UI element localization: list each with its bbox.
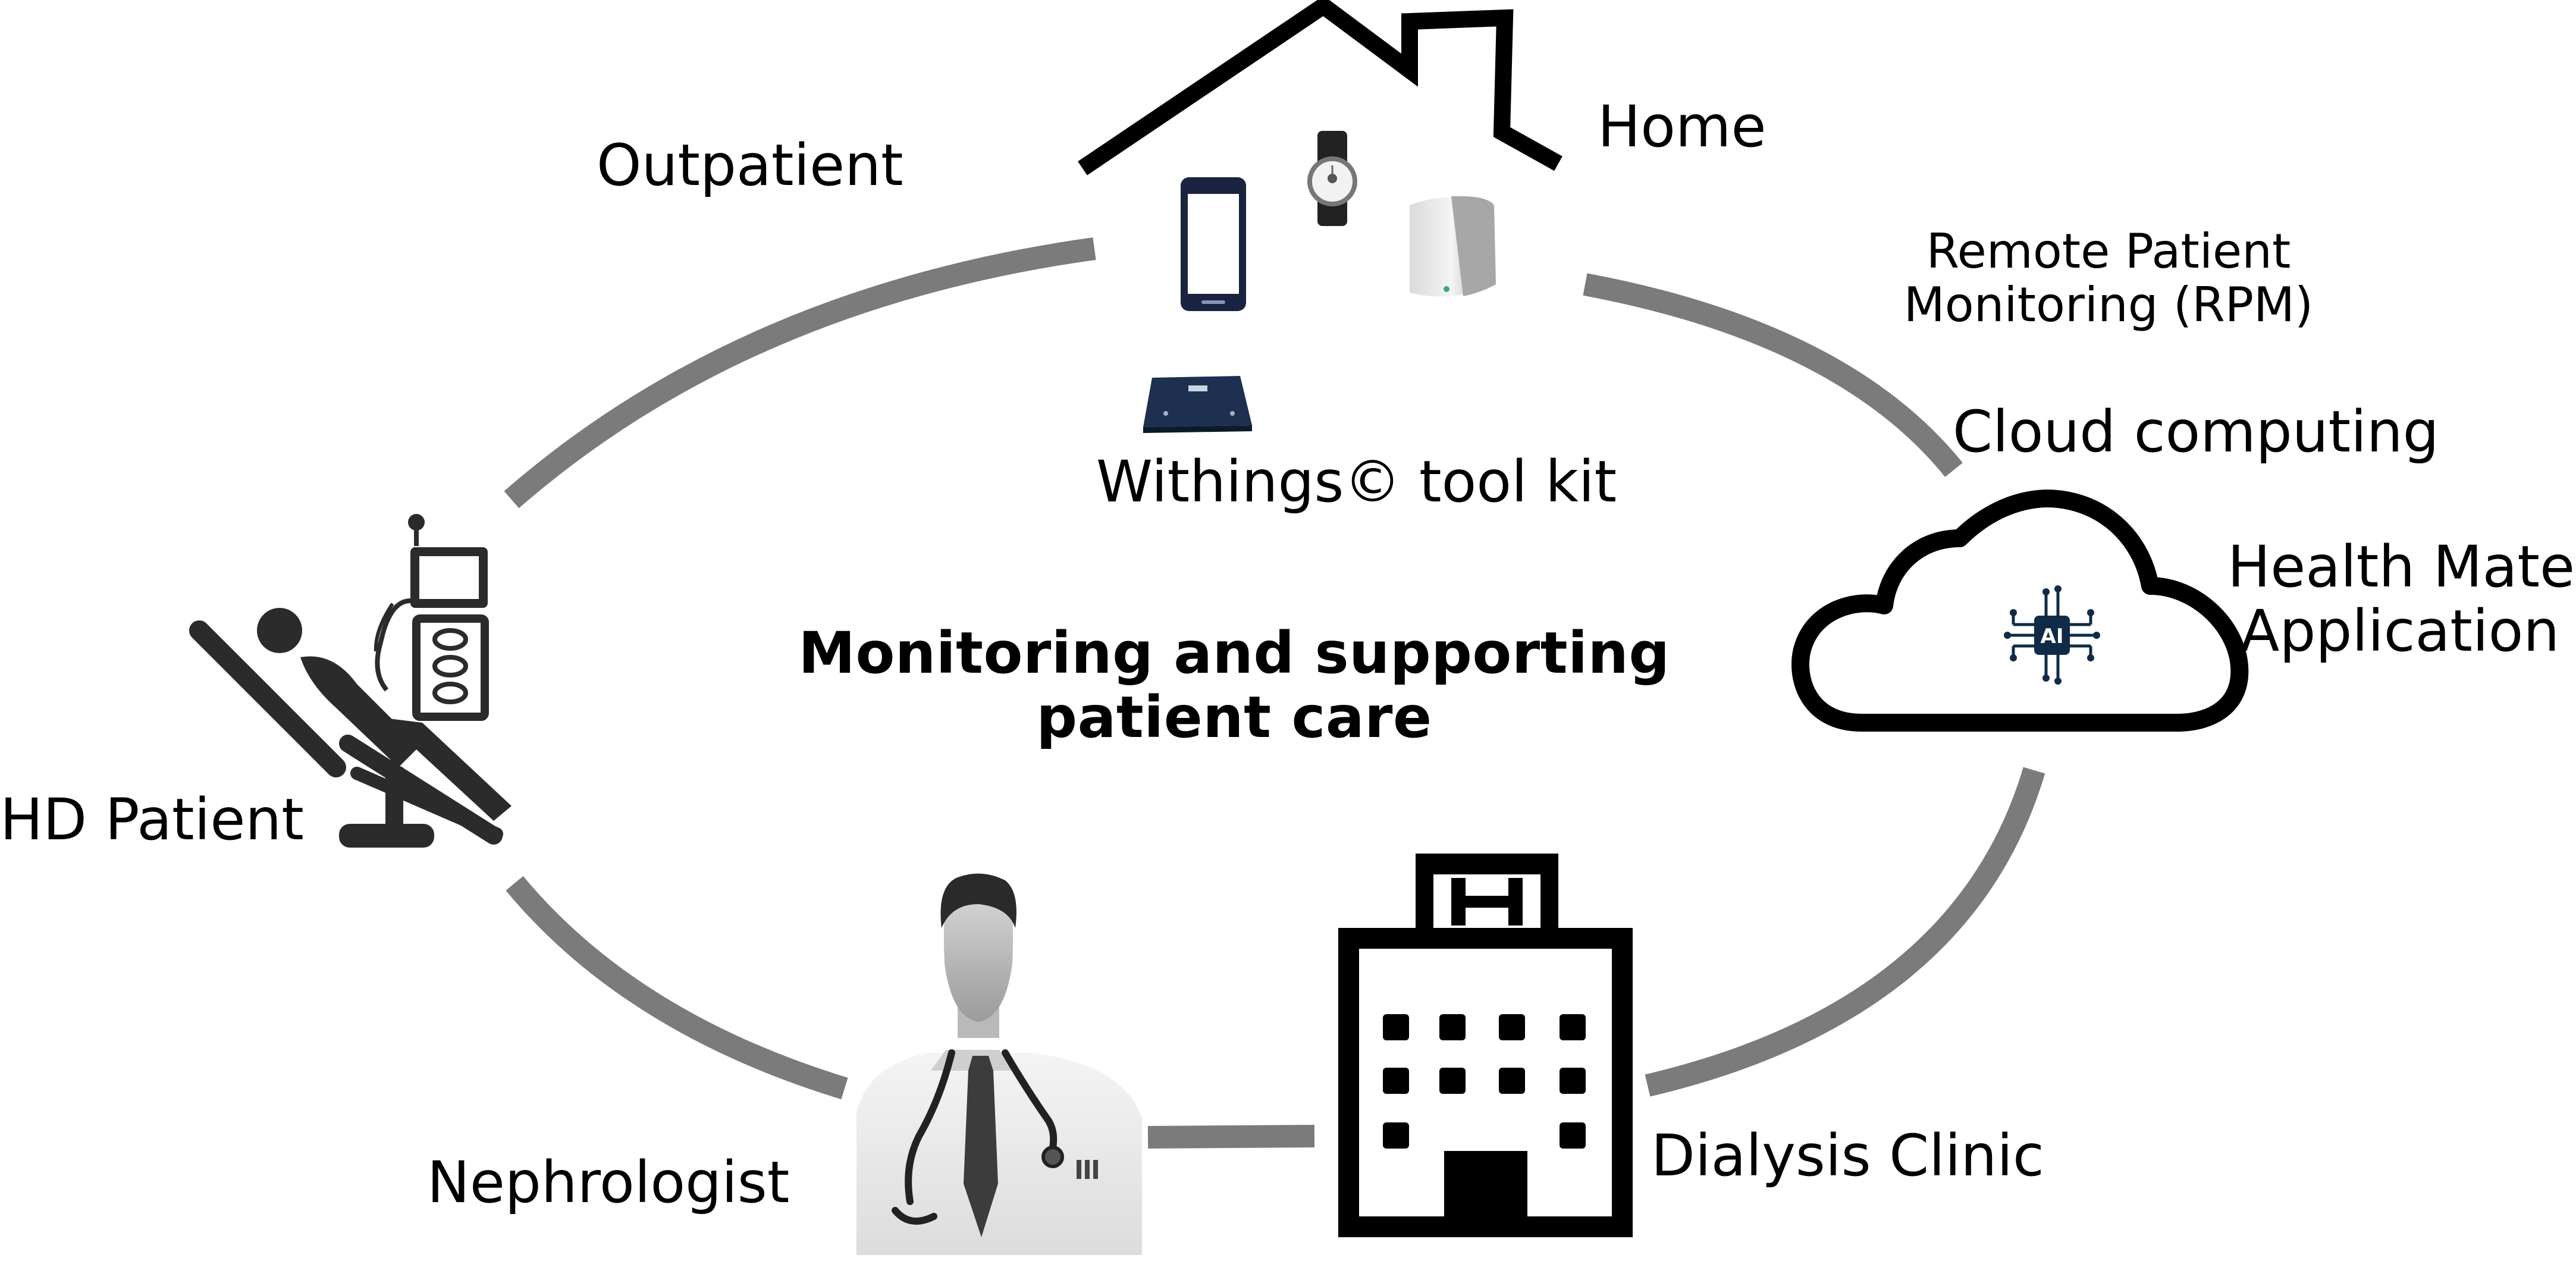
ai-chip-icon: AI — [2004, 585, 2100, 685]
home-label: Home — [1598, 93, 1767, 160]
smartwatch-icon — [1307, 131, 1357, 226]
arc-outpatient-to-home — [504, 237, 1096, 509]
arc-clinic-to-doctor — [1147, 1125, 1315, 1149]
arc-home-to-cloud — [1583, 273, 1963, 477]
cloud-computing-label: Cloud computing — [1953, 399, 2439, 465]
dialysis-chair-icon — [189, 514, 512, 848]
cloud-icon — [1791, 490, 2249, 732]
health-mate-line1: Health Mate — [2227, 534, 2575, 600]
nephrologist-label: Nephrologist — [427, 1149, 790, 1216]
center-title: Monitoring and supporting patient care — [738, 620, 1731, 751]
rpm-label-line2: Monitoring (RPM) — [1903, 277, 2314, 332]
rpm-label: Remote Patient Monitoring (RPM) — [1900, 225, 2317, 331]
health-mate-line2: Application — [2240, 597, 2560, 664]
ai-chip-label: AI — [2041, 625, 2064, 648]
smart-scale-icon — [1143, 376, 1252, 433]
house-icon — [1078, 0, 1562, 175]
toolkit-label: Withings© tool kit — [1096, 448, 1617, 515]
health-mate-label: Health Mate Application — [2227, 534, 2575, 664]
center-title-line1: Monitoring and supporting — [798, 620, 1670, 686]
hd-patient-label: HD Patient — [0, 786, 304, 853]
arc-doctor-to-patient — [506, 876, 848, 1100]
arc-cloud-to-clinic — [1645, 767, 2045, 1097]
hospital-icon — [1338, 854, 1633, 1237]
outpatient-label: Outpatient — [597, 132, 903, 199]
rpm-label-line1: Remote Patient — [1926, 224, 2291, 279]
blood-pressure-cuff-icon — [1410, 196, 1496, 297]
cycle-arcs — [504, 237, 2045, 1149]
doctor-icon — [856, 873, 1142, 1255]
dialysis-clinic-label: Dialysis Clinic — [1651, 1122, 2044, 1189]
smartphone-icon — [1181, 177, 1246, 311]
center-title-line2: patient care — [1036, 683, 1432, 751]
